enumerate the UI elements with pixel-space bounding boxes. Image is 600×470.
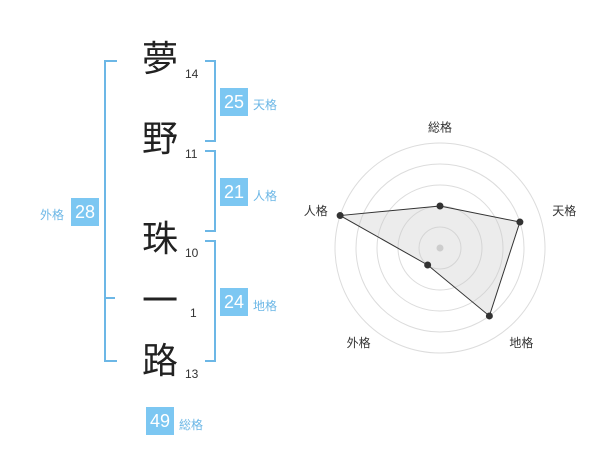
- radar-ring-4: [355, 163, 525, 333]
- radar-ring-3: [376, 184, 504, 312]
- radar-point-3: [485, 312, 493, 320]
- radar-axis-label-3: 地格: [509, 335, 533, 350]
- gaikaku-label: 外格: [40, 208, 65, 222]
- radar-point-1: [436, 202, 444, 210]
- gaikaku-bracket: [104, 60, 117, 362]
- tenkaku-bracket: [205, 60, 216, 142]
- radar-axis-label-4: 外格: [347, 335, 371, 350]
- gaikaku-value: 28: [71, 198, 99, 226]
- gaikaku-bracket-divider: [104, 297, 115, 299]
- radar-point-5: [336, 212, 344, 220]
- name-char-5: 路: [142, 341, 179, 382]
- tenkaku-label: 天格: [253, 98, 278, 112]
- soukaku-label: 総格: [179, 418, 204, 432]
- name-char-4: 一: [142, 281, 179, 322]
- chikaku-value: 24: [220, 288, 248, 316]
- radar-ring-5: [334, 142, 546, 354]
- radar-ring-1: [418, 226, 462, 270]
- chikaku-label: 地格: [253, 299, 278, 313]
- radar-point-4: [424, 261, 432, 269]
- stroke-count-4: 1: [190, 306, 197, 320]
- jinkaku-bracket: [205, 150, 216, 232]
- name-char-2: 野: [142, 119, 179, 160]
- radar-axis-label-5: 人格: [304, 203, 328, 218]
- radar-axis-label-1: 総格: [428, 120, 452, 135]
- name-char-1: 夢: [142, 39, 179, 80]
- radar-axis-label-2: 天格: [552, 203, 576, 218]
- radar-center: [436, 244, 444, 252]
- stroke-count-2: 11: [185, 147, 198, 161]
- stroke-count-3: 10: [185, 246, 199, 260]
- soukaku-value: 49: [146, 407, 174, 435]
- radar-area: [338, 205, 521, 317]
- chikaku-bracket: [205, 240, 216, 362]
- stroke-count-5: 13: [185, 367, 199, 381]
- stroke-count-1: 14: [185, 67, 199, 81]
- tenkaku-value: 25: [220, 88, 248, 116]
- jinkaku-label: 人格: [253, 189, 278, 203]
- jinkaku-value: 21: [220, 178, 248, 206]
- name-char-3: 珠: [142, 219, 179, 260]
- radar-point-2: [516, 218, 524, 226]
